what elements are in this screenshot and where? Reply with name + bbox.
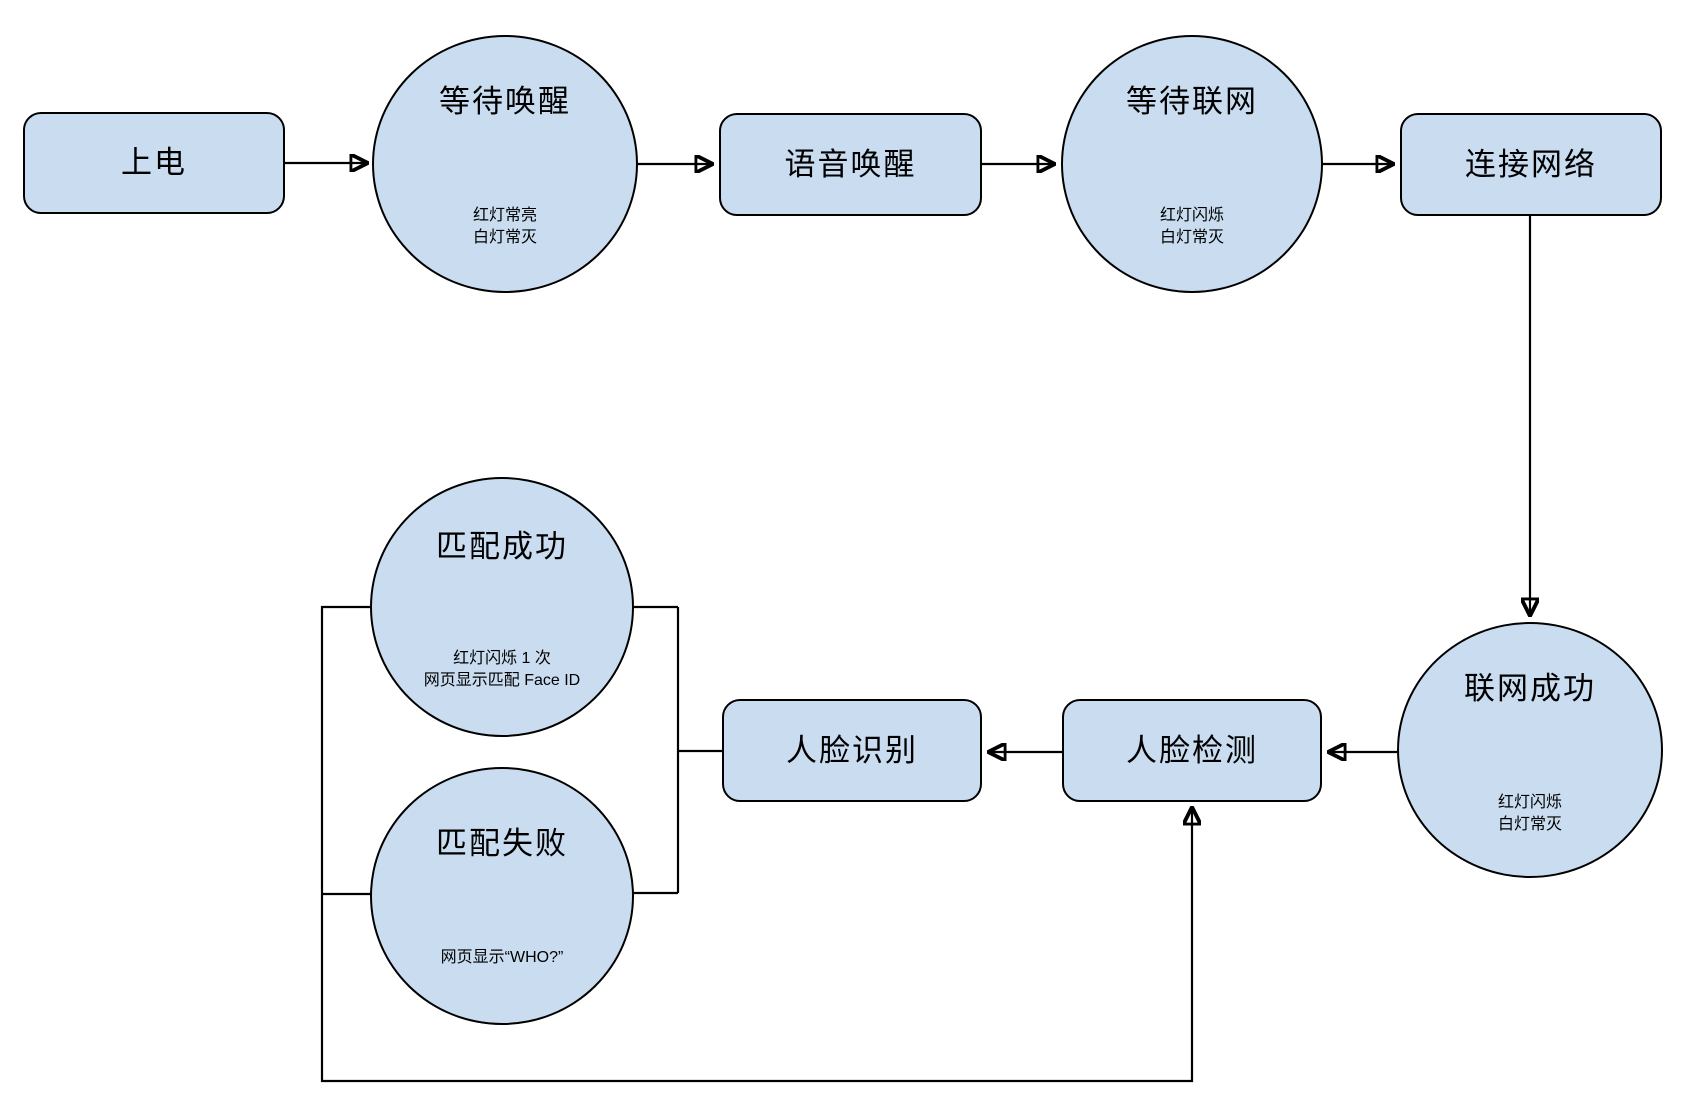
node-subline: 白灯常灭 <box>1497 816 1562 833</box>
node-subtext: 红灯闪烁 白灯常灭 <box>1063 205 1321 249</box>
node-voice-wake: 语音唤醒 <box>719 113 982 216</box>
node-wait-wake: 等待唤醒 红灯常亮 白灯常灭 <box>372 35 638 293</box>
edge-face-recognize-branch-bracket <box>634 605 722 895</box>
node-subline: 网页显示匹配 Face ID <box>423 672 581 689</box>
node-subtext: 红灯常亮 白灯常灭 <box>374 205 636 249</box>
node-subline: 红灯闪烁 <box>1497 794 1562 811</box>
node-connect-network: 连接网络 <box>1400 113 1662 216</box>
node-label: 语音唤醒 <box>784 146 917 182</box>
node-subtext: 网页显示“WHO?” <box>372 947 632 969</box>
node-wait-network: 等待联网 红灯闪烁 白灯常灭 <box>1061 35 1323 293</box>
node-face-recognize: 人脸识别 <box>722 699 982 802</box>
node-network-success: 联网成功 红灯闪烁 白灯常灭 <box>1397 622 1663 878</box>
node-label: 匹配成功 <box>436 529 568 564</box>
node-subline: 红灯常亮 <box>472 207 537 224</box>
node-subline: 白灯常灭 <box>472 229 537 246</box>
node-label: 联网成功 <box>1464 671 1596 706</box>
node-subtext: 红灯闪烁 1 次 网页显示匹配 Face ID <box>372 648 632 692</box>
node-match-fail: 匹配失败 网页显示“WHO?” <box>370 767 634 1025</box>
node-subline: 红灯闪烁 1 次 <box>453 650 551 667</box>
node-label: 等待唤醒 <box>439 84 571 119</box>
edge-loop-back-to-face-detect <box>320 605 1192 1083</box>
node-label: 匹配失败 <box>436 826 568 861</box>
node-match-success: 匹配成功 红灯闪烁 1 次 网页显示匹配 Face ID <box>370 477 634 737</box>
node-label: 等待联网 <box>1126 84 1258 119</box>
node-label: 人脸识别 <box>786 732 918 768</box>
node-label: 连接网络 <box>1465 146 1597 182</box>
node-face-detect: 人脸检测 <box>1062 699 1322 802</box>
node-subline: 网页显示“WHO?” <box>440 949 564 966</box>
node-label: 人脸检测 <box>1126 732 1258 768</box>
node-power-on: 上电 <box>23 112 285 214</box>
node-label: 上电 <box>121 145 187 180</box>
node-subtext: 红灯闪烁 白灯常灭 <box>1399 792 1661 836</box>
node-subline: 白灯常灭 <box>1159 229 1224 246</box>
node-subline: 红灯闪烁 <box>1159 207 1224 224</box>
